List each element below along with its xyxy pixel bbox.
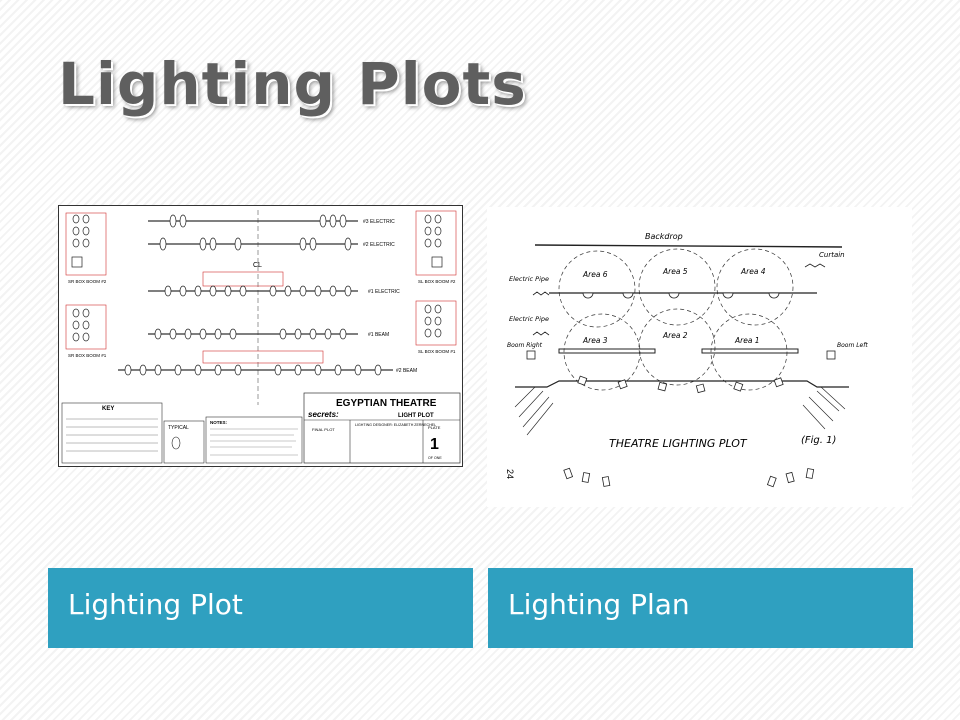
area-2-label: Area 2 bbox=[662, 331, 688, 340]
title-block bbox=[303, 392, 461, 464]
plan-page-number: 24 bbox=[505, 469, 515, 479]
key-label: KEY bbox=[102, 406, 114, 412]
first-electric-label: #1 ELECTRIC bbox=[368, 289, 400, 295]
plan-caption: THEATRE LIGHTING PLOT bbox=[609, 437, 748, 450]
area-1-label: Area 1 bbox=[734, 336, 760, 345]
area-circles bbox=[558, 248, 794, 391]
lighting-plot-drawing: CL #3 ELECTRIC #2 ELECTRIC #1 ELECTRIC #… bbox=[58, 205, 463, 467]
boom-left-label: Boom Left bbox=[837, 342, 868, 349]
electric-pipe-2-label: Electric Pipe bbox=[509, 315, 549, 323]
area-6-label: Area 6 bbox=[582, 270, 608, 279]
lighting-plot-image: CL #3 ELECTRIC #2 ELECTRIC #1 ELECTRIC #… bbox=[58, 205, 463, 467]
plate-number: 1 bbox=[430, 436, 439, 453]
final-plot-label: FINAL PLOT bbox=[312, 427, 335, 432]
curtain-label: Curtain bbox=[819, 251, 845, 259]
plate-label: PLATE bbox=[428, 425, 441, 430]
show-name: secrets: bbox=[308, 410, 339, 419]
designer-label: LIGHTING DESIGNER: ELIZABETH ZERNECHEL bbox=[355, 423, 436, 427]
notes-label: NOTES: bbox=[210, 420, 228, 425]
area-3-label: Area 3 bbox=[582, 336, 608, 345]
third-electric-label: #3 ELECTRIC bbox=[363, 219, 395, 225]
key-box bbox=[61, 402, 163, 464]
caption-lighting-plot: Lighting Plot bbox=[48, 568, 473, 648]
caption-left-label: Lighting Plot bbox=[68, 588, 243, 621]
caption-right-label: Lighting Plan bbox=[508, 588, 690, 621]
sl-box-boom-1-label: SL BOX BOOM #1 bbox=[418, 349, 456, 354]
lighting-plan-image: Backdrop Curtain Area 6 Area 5 Area 4 Ar… bbox=[487, 207, 912, 507]
instrument-groups bbox=[124, 214, 382, 376]
theatre-name: EGYPTIAN THEATRE bbox=[336, 398, 437, 409]
first-beam-label: #1 BEAM bbox=[368, 332, 389, 338]
backdrop-label: Backdrop bbox=[645, 232, 683, 241]
caption-lighting-plan: Lighting Plan bbox=[488, 568, 913, 648]
area-5-label: Area 5 bbox=[662, 267, 688, 276]
centerline-label: CL bbox=[253, 262, 262, 269]
second-beam-label: #2 BEAM bbox=[396, 368, 417, 374]
slide-title: Lighting Plots bbox=[58, 50, 527, 118]
electric-pipe-1-label: Electric Pipe bbox=[509, 275, 549, 283]
sr-box-boom-2-label: SR BOX BOOM #2 bbox=[68, 279, 107, 284]
area-4-label: Area 4 bbox=[740, 267, 766, 276]
sr-box-boom-1-label: SR BOX BOOM #1 bbox=[68, 353, 107, 358]
lighting-plan-drawing: Backdrop Curtain Area 6 Area 5 Area 4 Ar… bbox=[487, 207, 912, 507]
plan-figure-label: (Fig. 1) bbox=[801, 435, 836, 446]
light-plot-label: LIGHT PLOT bbox=[398, 413, 434, 419]
second-electric-label: #2 ELECTRIC bbox=[363, 242, 395, 248]
boom-right-label: Boom Right bbox=[507, 342, 543, 349]
box-booms bbox=[65, 210, 457, 350]
sl-box-boom-2-label: SL BOX BOOM #2 bbox=[418, 279, 456, 284]
typical-label: TYPICAL bbox=[168, 425, 189, 431]
plate-of: OF ONE bbox=[428, 456, 442, 460]
